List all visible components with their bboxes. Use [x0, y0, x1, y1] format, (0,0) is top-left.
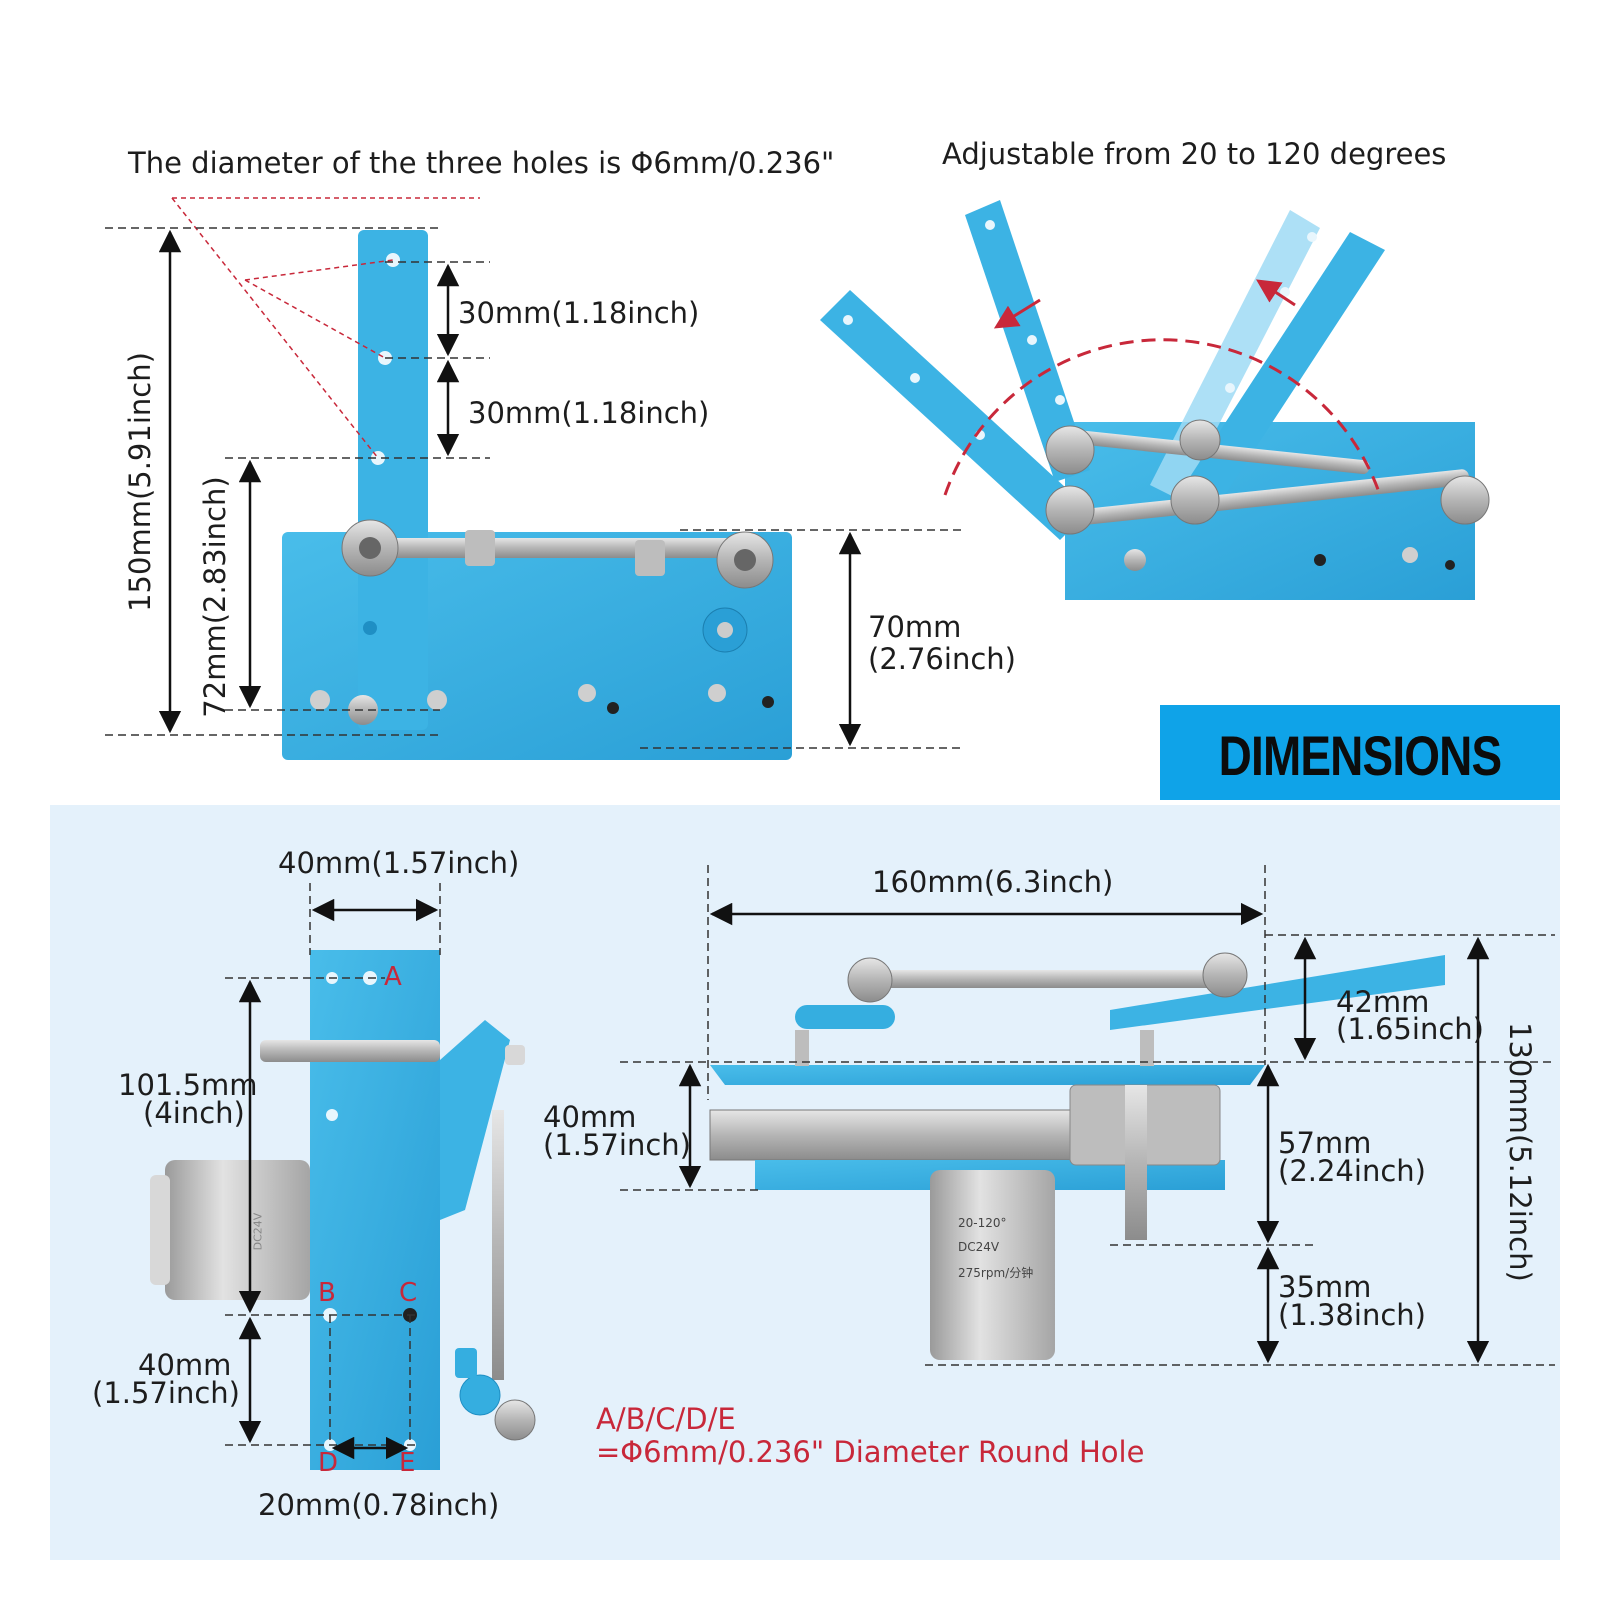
hole-leader — [171, 197, 379, 459]
screw — [310, 690, 330, 710]
dim-label-150: 150mm(5.91inch) — [123, 352, 157, 612]
shaft — [260, 1040, 440, 1062]
dim-label-30-lower: 30mm(1.18inch) — [468, 396, 710, 430]
top-left-view — [105, 197, 965, 760]
output-shaft — [1125, 1085, 1147, 1240]
base-hole — [762, 696, 774, 708]
hole-label-d: D — [318, 1448, 339, 1478]
dim-label-20: 20mm(0.78inch) — [258, 1488, 500, 1522]
rod-end-bolt — [359, 537, 381, 559]
hole-legend-line1: A/B/C/D/E — [596, 1402, 736, 1436]
top-right-view — [820, 200, 1490, 600]
dim-label-40-left-line2: (1.57inch) — [92, 1376, 240, 1410]
bottom-right-view — [620, 865, 1555, 1366]
hole-label-a: A — [384, 962, 402, 992]
screw — [427, 690, 447, 710]
dim-label-35-line2: (1.38inch) — [1278, 1298, 1426, 1332]
angle-arrow-left — [993, 298, 1041, 329]
vertical-rod — [492, 1110, 504, 1380]
hole-legend-line2: =Φ6mm/0.236" Diameter Round Hole — [596, 1435, 1145, 1469]
hole-diameter-note: The diameter of the three holes is Φ6mm/… — [128, 146, 835, 180]
dim-label-57-line2: (2.24inch) — [1278, 1154, 1426, 1188]
arm-hole — [386, 253, 400, 267]
dim-label-40-left-line1: 40mm — [138, 1348, 232, 1382]
linkage-rod — [1070, 429, 1370, 475]
dim-label-160: 160mm(6.3inch) — [872, 865, 1114, 899]
crank-hub — [459, 1374, 501, 1416]
dim-label-130: 130mm(5.12inch) — [1503, 1022, 1537, 1282]
hole-label-b: B — [318, 1278, 336, 1308]
arm-position-20 — [820, 290, 1090, 540]
output-arm — [1110, 955, 1445, 1030]
motor-body — [930, 1170, 1055, 1360]
dimensions-banner-label: DIMENSIONS — [1218, 724, 1502, 787]
rod-nut — [465, 530, 495, 566]
side-arm — [440, 1020, 510, 1220]
motor-body — [165, 1160, 310, 1300]
crank — [795, 1005, 895, 1029]
arm-hole — [363, 621, 377, 635]
dim-label-57-line1: 57mm — [1278, 1126, 1372, 1160]
motor-endcap — [150, 1175, 170, 1285]
dim-label-40-top: 40mm(1.57inch) — [278, 846, 520, 880]
vertical-arm — [358, 230, 428, 730]
dim-label-72: 72mm(2.83inch) — [198, 476, 232, 718]
angle-arrow-right — [1255, 279, 1296, 307]
dim-label-101-line1: 101.5mm — [118, 1068, 258, 1102]
rod-nut — [635, 540, 665, 576]
crank-screw — [717, 622, 733, 638]
linkage-rod — [350, 538, 750, 558]
dim-label-70-line2: (2.76inch) — [868, 642, 1016, 676]
dim-label-42-line1: 42mm — [1336, 985, 1430, 1019]
hole-label-e: E — [399, 1448, 416, 1478]
rod-end-joint — [494, 1399, 536, 1441]
top-plate — [710, 1065, 1265, 1085]
motor-spec-line2: DC24V — [958, 1240, 1000, 1254]
dim-label-40-mid-line1: 40mm — [543, 1100, 637, 1134]
dim-label-101-line2: (4inch) — [143, 1096, 245, 1130]
dim-label-70-line1: 70mm — [868, 610, 962, 644]
gearbox — [709, 1109, 1071, 1161]
screw — [578, 684, 596, 702]
side-plate — [310, 950, 440, 1470]
hole-label-c: C — [399, 1278, 418, 1308]
bottom-left-view — [150, 883, 536, 1470]
base-hole — [607, 702, 619, 714]
hole-leader — [244, 259, 394, 281]
adjustable-caption: Adjustable from 20 to 120 degrees — [942, 137, 1447, 171]
rod-end-bolt — [734, 549, 756, 571]
linkage-rod — [860, 970, 1240, 988]
screw — [708, 684, 726, 702]
motor-spec-line3: 275rpm/分钟 — [958, 1266, 1034, 1280]
dim-label-40-mid-line2: (1.57inch) — [543, 1128, 691, 1162]
dimensions-banner: DIMENSIONS — [1160, 705, 1560, 800]
dim-label-30-upper: 30mm(1.18inch) — [458, 296, 700, 330]
motor-label-side: DC24V — [251, 1212, 265, 1251]
dim-label-42-line2: (1.65inch) — [1336, 1012, 1484, 1046]
dim-label-35-line1: 35mm — [1278, 1270, 1372, 1304]
linkage-rod — [1060, 469, 1470, 527]
motor-spec-line1: 20-120° — [958, 1216, 1007, 1230]
arm-position-120 — [1180, 232, 1385, 510]
